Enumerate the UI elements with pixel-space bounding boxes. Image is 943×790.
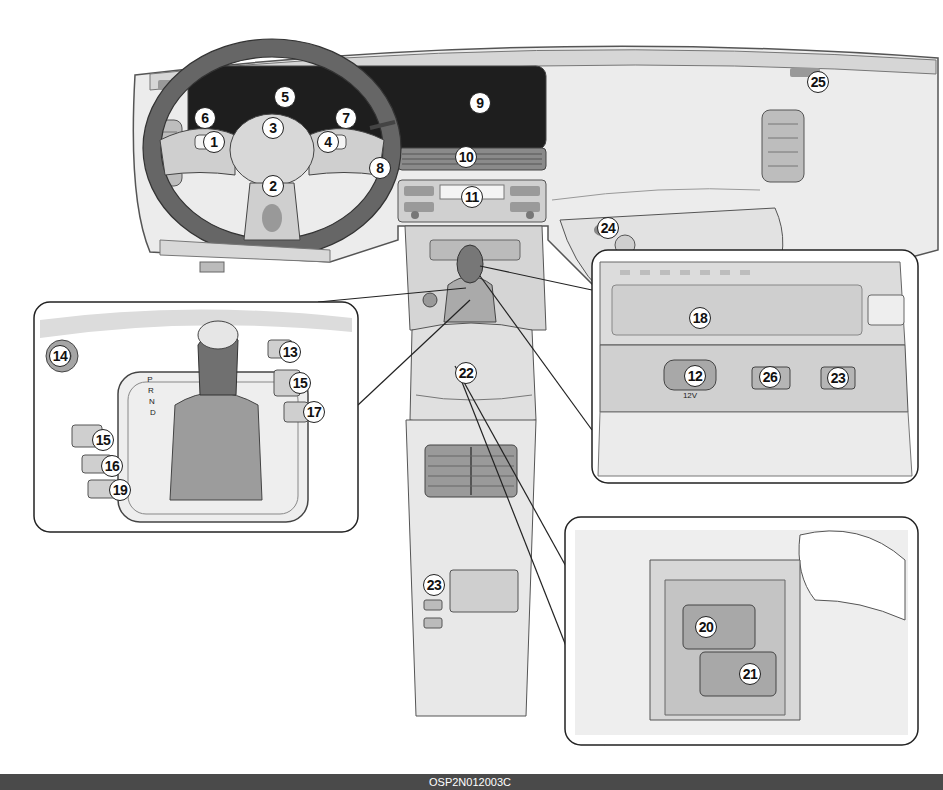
callout-number: 17 xyxy=(303,401,325,423)
image-code: OSP2N012003C xyxy=(429,777,511,788)
callout-number: 2 xyxy=(262,175,284,197)
printed-marking: P xyxy=(147,376,152,384)
callout-number: 24 xyxy=(597,217,619,239)
callout-number: 4 xyxy=(317,131,339,153)
callout-number: 22 xyxy=(455,362,477,384)
callout-number: 19 xyxy=(109,479,131,501)
callout-number: 14 xyxy=(49,345,71,367)
callout-number: 21 xyxy=(739,663,761,685)
callout-number: 9 xyxy=(469,92,491,114)
callout-number: 8 xyxy=(369,157,391,179)
callout-number: 13 xyxy=(279,341,301,363)
printed-marking: D xyxy=(150,409,156,417)
footer-bar xyxy=(0,774,943,790)
callout-number: 7 xyxy=(335,107,357,129)
callout-number: 23 xyxy=(423,574,445,596)
callout-number: 18 xyxy=(689,307,711,329)
callout-number: 25 xyxy=(807,71,829,93)
callout-number: 5 xyxy=(274,86,296,108)
callout-number: 1 xyxy=(203,131,225,153)
callout-number: 10 xyxy=(455,146,477,168)
callout-number: 23 xyxy=(827,367,849,389)
callout-number: 20 xyxy=(695,616,717,638)
callout-number: 6 xyxy=(194,107,216,129)
printed-marking: N xyxy=(149,398,155,406)
callout-number: 3 xyxy=(262,117,284,139)
callout-number: 12 xyxy=(684,365,706,387)
callout-number: 16 xyxy=(101,455,123,477)
callout-number: 15 xyxy=(289,372,311,394)
printed-marking: 12V xyxy=(683,392,697,400)
callout-number: 15 xyxy=(92,429,114,451)
callout-number: 11 xyxy=(461,186,483,208)
printed-marking: R xyxy=(148,387,154,395)
callout-number: 26 xyxy=(759,366,781,388)
